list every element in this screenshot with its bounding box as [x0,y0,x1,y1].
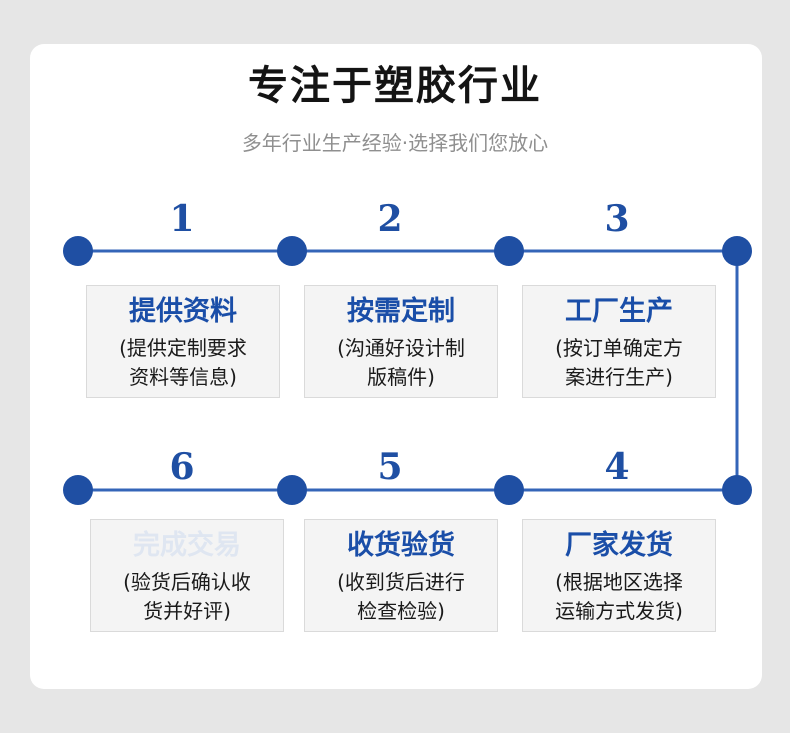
step-number-2: 2 [377,198,403,240]
flow-node-3 [494,236,524,266]
step-desc-line1: (验货后确认收 [123,570,251,594]
step-desc-line2: 运输方式发货) [555,599,683,623]
step-desc-line2: 货并好评) [143,599,231,623]
step-desc-line2: 资料等信息) [129,365,237,389]
step-desc-line2: 版稿件) [367,365,435,389]
step-title: 厂家发货 [565,530,673,561]
step-number-5: 5 [377,446,403,488]
step-box-2: 按需定制 (沟通好设计制 版稿件) [304,285,498,398]
page-title: 专注于塑胶行业 [248,63,542,109]
step-title: 工厂生产 [565,296,673,327]
flow-connector-line [78,249,739,492]
page-subtitle: 多年行业生产经验·选择我们您放心 [241,131,549,155]
flow-node-5 [277,475,307,505]
step-title: 完成交易 [133,530,241,561]
step-number-6: 6 [169,446,195,488]
flow-node-1 [63,236,93,266]
step-title: 提供资料 [129,296,237,327]
step-desc-line2: 案进行生产) [565,365,673,389]
step-number-1: 1 [169,198,195,240]
step-box-5: 收货验货 (收到货后进行 检查检验) [304,519,498,632]
step-desc-line1: (根据地区选择 [555,570,683,594]
step-desc-line2: 检查检验) [357,599,445,623]
flow-node-corner-top [722,236,752,266]
step-box-3: 工厂生产 (按订单确定方 案进行生产) [522,285,716,398]
flow-node-4 [494,475,524,505]
flow-node-corner-bottom [722,475,752,505]
step-desc-line1: (沟通好设计制 [337,336,465,360]
step-number-4: 4 [604,446,630,488]
step-box-1: 提供资料 (提供定制要求 资料等信息) [86,285,280,398]
flow-node-2 [277,236,307,266]
step-desc-line1: (收到货后进行 [337,570,465,594]
step-desc-line1: (按订单确定方 [555,336,683,360]
step-title: 收货验货 [347,530,455,561]
step-box-6: 完成交易 (验货后确认收 货并好评) [90,519,284,632]
step-desc-line1: (提供定制要求 [119,336,247,360]
step-number-3: 3 [604,198,630,240]
step-box-4: 厂家发货 (根据地区选择 运输方式发货) [522,519,716,632]
step-title: 按需定制 [347,296,455,327]
flow-node-6 [63,475,93,505]
